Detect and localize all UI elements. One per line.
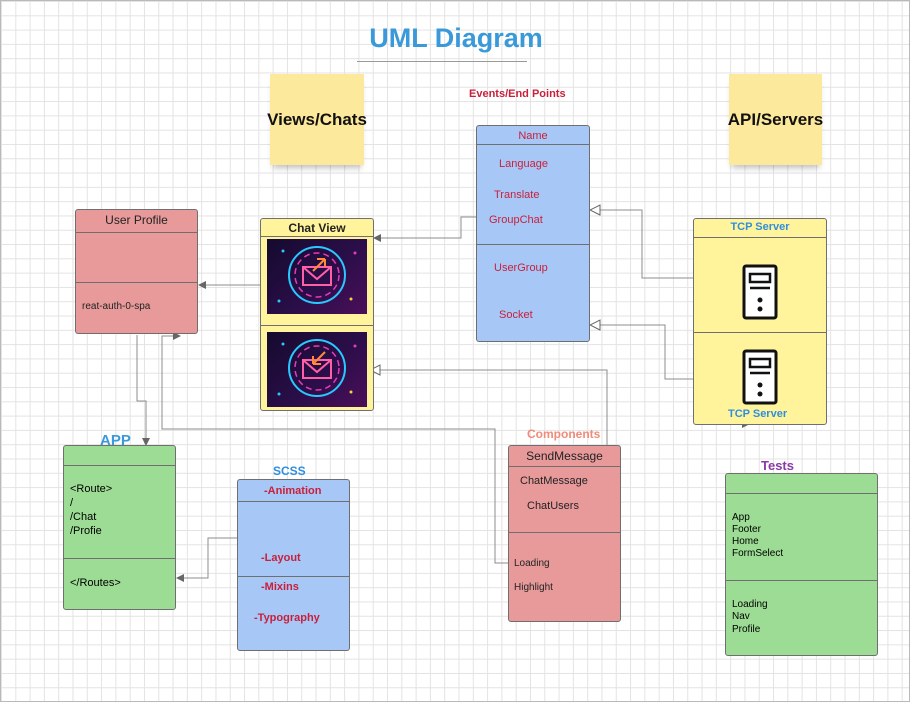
connector-tcp-top-to-events [590, 210, 693, 279]
chat-view-name: Chat View [288, 221, 346, 235]
diagram-title: UML Diagram [369, 23, 543, 53]
connector-groupchat-to-chatview [373, 216, 476, 242]
tests-divider-1 [726, 493, 877, 494]
app-route-tag: <Route> [70, 483, 113, 495]
sticky-api-servers[interactable]: API/Servers [727, 74, 824, 165]
components-header: Components [527, 427, 601, 441]
scss-header: SCSS [273, 464, 306, 478]
tests-item-home: Home [732, 536, 759, 547]
events-item-usergroup: UserGroup [494, 262, 548, 274]
connector-userprofile-to-app [136, 335, 150, 446]
tests-item-app: App [732, 512, 750, 523]
scss-item-typography: -Typography [254, 612, 320, 624]
app-route-root: / [70, 497, 74, 509]
components-item-highlight: Highlight [514, 582, 553, 593]
sticky-api-label: API/Servers [727, 109, 824, 129]
tcp-divider-1 [694, 237, 826, 238]
app-class-box[interactable]: <Route> / /Chat /Profie </Routes> [63, 445, 176, 610]
components-item-chatmessage: ChatMessage [520, 475, 588, 487]
app-divider-1 [64, 465, 175, 466]
connector-scss-to-app [176, 537, 237, 582]
chat-image-2 [267, 332, 367, 407]
scss-item-layout: -Layout [261, 552, 301, 564]
events-item-socket: Socket [499, 309, 533, 321]
events-name: Name [518, 130, 548, 142]
tests-item-formselect: FormSelect [732, 548, 784, 559]
user-profile-divider-1 [76, 232, 197, 233]
scss-item-mixins: -Mixins [261, 581, 299, 593]
scss-divider-1 [238, 501, 349, 502]
tests-item-profile: Profile [732, 624, 761, 635]
chat-view-class-box[interactable]: Chat View [260, 218, 374, 411]
user-profile-class-box[interactable]: User Profile reat-auth-0-spa [75, 209, 198, 334]
sticky-views-label: Views/Chats [267, 109, 367, 129]
events-class-box[interactable]: Name Language Translate GroupChat UserGr… [476, 125, 590, 342]
components-item-chatusers: ChatUsers [527, 500, 579, 512]
events-divider-1 [477, 144, 589, 145]
tests-item-footer: Footer [732, 524, 761, 535]
events-item-language: Language [499, 158, 548, 170]
tcp-divider-2 [694, 332, 826, 333]
tcp-server-bottom-label: TCP Server [728, 408, 788, 420]
components-divider-2 [509, 532, 620, 533]
tests-item-nav: Nav [732, 611, 750, 622]
tests-header: Tests [761, 458, 794, 473]
scss-class-box[interactable]: -Animation -Layout -Mixins -Typography [237, 479, 350, 651]
components-name: SendMessage [526, 449, 603, 463]
events-divider-2 [477, 244, 589, 245]
app-divider-2 [64, 558, 175, 559]
user-profile-divider-2 [76, 282, 197, 283]
user-profile-name: User Profile [105, 213, 168, 227]
events-item-translate: Translate [494, 189, 540, 201]
connector-components-to-userprofile [161, 332, 508, 564]
tcp-server-class-box[interactable]: TCP Server TCP Server [693, 218, 827, 425]
tests-divider-2 [726, 580, 877, 581]
app-header: APP [100, 432, 131, 449]
components-divider-1 [509, 466, 620, 467]
server-icon [742, 264, 778, 325]
chat-image-1 [267, 239, 367, 314]
app-routes-close: </Routes> [70, 577, 121, 589]
connector-components-to-chatview [370, 370, 608, 445]
app-route-profile: /Profie [70, 525, 102, 537]
user-profile-item: reat-auth-0-spa [82, 301, 151, 312]
chat-view-divider-1 [261, 236, 373, 237]
events-header: Events/End Points [469, 88, 566, 100]
sticky-views-chats[interactable]: Views/Chats [267, 74, 367, 165]
tests-class-box[interactable]: App Footer Home FormSelect Loading Nav P… [725, 473, 878, 656]
components-class-box[interactable]: SendMessage ChatMessage ChatUsers Loadin… [508, 445, 621, 622]
scss-item-animation: -Animation [264, 485, 322, 497]
events-item-groupchat: GroupChat [489, 214, 543, 226]
tests-item-loading: Loading [732, 599, 768, 610]
tcp-server-name: TCP Server [730, 221, 790, 233]
chat-view-divider-2 [261, 325, 373, 326]
app-route-chat: /Chat [70, 511, 97, 523]
server-icon [742, 349, 778, 410]
title-underline [357, 61, 527, 62]
components-item-loading: Loading [514, 558, 550, 569]
scss-divider-2 [238, 576, 349, 577]
